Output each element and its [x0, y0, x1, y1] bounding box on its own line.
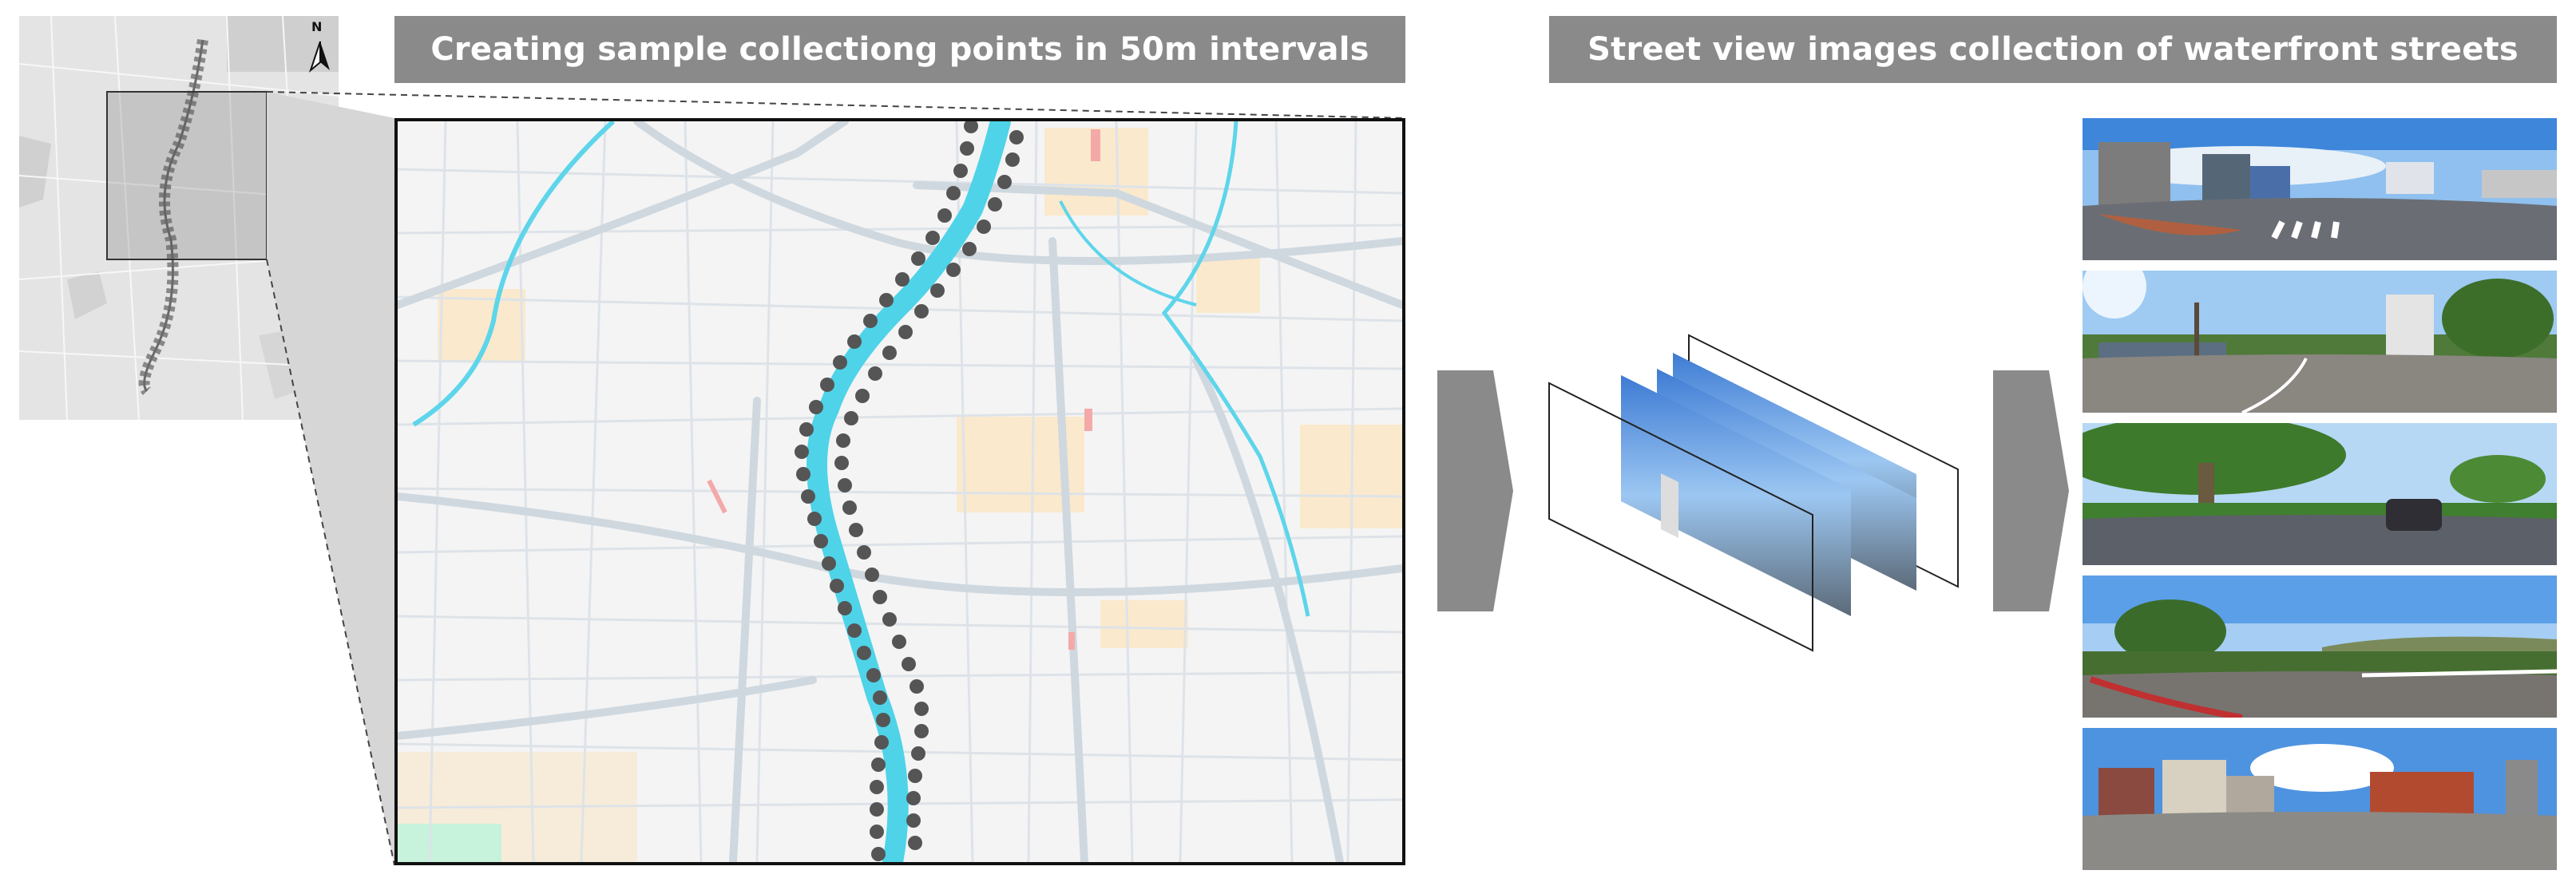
panorama-4 [2083, 576, 2557, 718]
process-arrow-2 [1993, 370, 2069, 611]
sample-points [795, 121, 1024, 861]
panorama-5 [2083, 728, 2557, 870]
image-stack [1548, 334, 1959, 652]
panorama-1 [2083, 118, 2557, 260]
panorama-2 [2083, 271, 2557, 413]
process-arrow-1 [1437, 370, 1513, 611]
zoom-connector [266, 91, 1405, 866]
collection-header: Street view images collection of waterfr… [1549, 16, 2557, 83]
panorama-3 [2083, 423, 2557, 565]
north-arrow-icon [308, 22, 332, 73]
north-label: N [311, 19, 323, 34]
sampling-header: Creating sample collectiong points in 50… [394, 16, 1405, 83]
sampling-map [394, 118, 1405, 865]
